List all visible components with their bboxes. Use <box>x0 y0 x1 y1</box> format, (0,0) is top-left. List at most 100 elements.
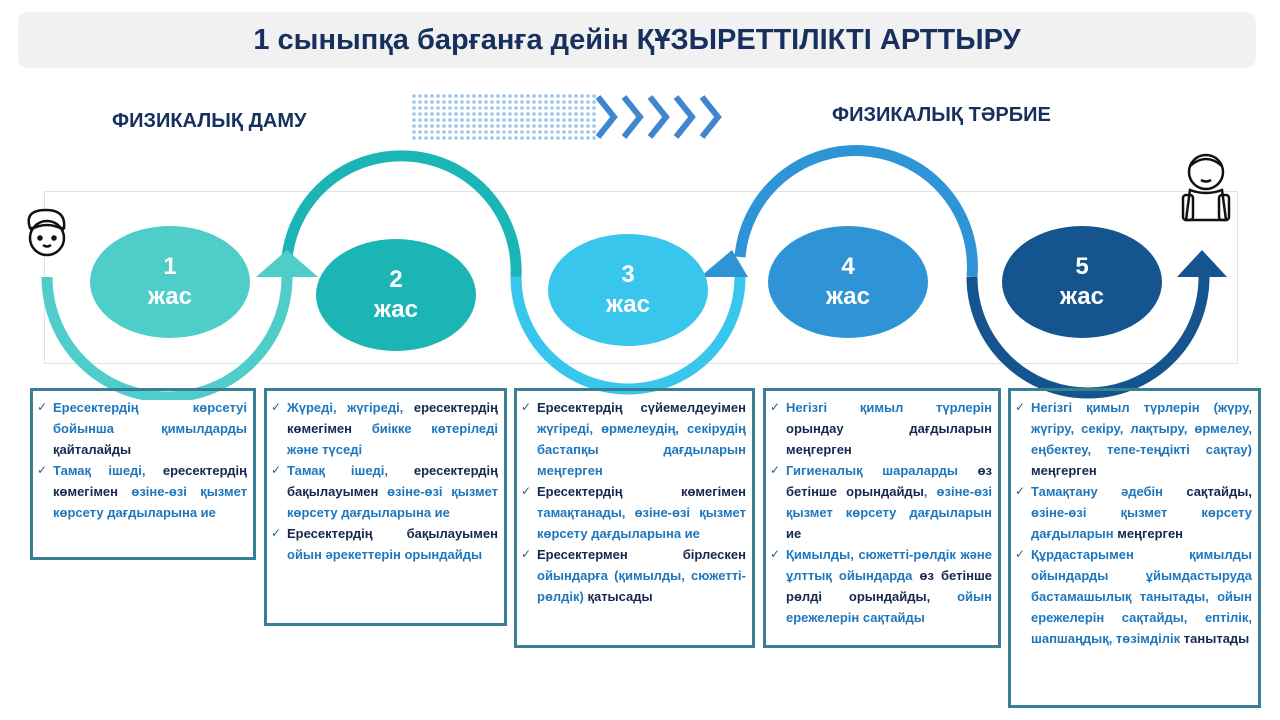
arc-5 <box>966 276 1210 399</box>
arrowhead-5 <box>1177 250 1227 277</box>
competency-text: , өзіне-өзі қызмет көрсету дағдыларын <box>786 484 992 520</box>
checkmark-icon: ✓ <box>37 463 48 477</box>
dots-pattern <box>412 94 596 140</box>
checkmark-icon: ✓ <box>770 400 781 414</box>
checkmark-icon: ✓ <box>37 400 48 414</box>
checkmark-icon: ✓ <box>1015 400 1026 414</box>
arrowhead-3 <box>700 250 748 277</box>
stage-number: 2 <box>389 266 403 293</box>
competency-item: ✓ Ересектердің бақылауымен ойын әрекеттер… <box>271 523 498 565</box>
stage-unit: жас <box>147 283 192 310</box>
competency-item: ✓ Негізгі қимыл түрлерін (жүру, жүгіру, с… <box>1015 397 1252 481</box>
competency-text: Ересектердің бақылауымен <box>287 526 498 541</box>
competency-text: танытады <box>1183 631 1250 646</box>
checkmark-icon: ✓ <box>521 400 532 414</box>
checkmark-icon: ✓ <box>521 547 532 561</box>
arrowhead-1 <box>256 250 318 277</box>
competency-text: Ересектердің сүйемелдеуімен <box>537 400 746 415</box>
competency-text: сақтайды, <box>1186 484 1252 499</box>
stage-number: 5 <box>1075 253 1089 280</box>
competency-text: меңгерген <box>1031 463 1097 478</box>
competency-text: ие <box>786 526 802 541</box>
checkmark-icon: ✓ <box>271 463 282 477</box>
competency-item: ✓ Гигиеналық шараларды өз бетінше орындай… <box>770 460 992 544</box>
competency-text: Құрдастарымен қимылды ойындарды ұйымдаст… <box>1031 547 1252 646</box>
stage-2-circle: 2 жас <box>316 239 476 351</box>
stage-number: 1 <box>163 253 177 280</box>
checkmark-icon: ✓ <box>271 526 282 540</box>
competency-text: өз бетінше рөлді орындайды, <box>786 568 993 604</box>
competency-text: өз бетінше орындайды <box>786 463 992 499</box>
age-5-competencies-box: ✓ Негізгі қимыл түрлерін (жүру, жүгіру, с… <box>1008 388 1261 708</box>
stage-5-circle: 5 жас <box>1002 226 1162 338</box>
competency-text: орындау дағдыларын меңгерген <box>786 421 992 457</box>
stage-unit: жас <box>373 296 418 323</box>
competency-text: ойындарға (қимылды, сюжетті-рөлдік) <box>537 568 746 604</box>
competency-text: өзіне-өзі қызмет көрсету дағдыларын <box>1031 505 1252 541</box>
stage-1-circle: 1 жас <box>90 226 250 338</box>
competency-text: Тамақтану әдебін <box>1031 484 1187 499</box>
toddler-icon <box>27 208 66 257</box>
flow-decoration <box>412 94 722 140</box>
checkmark-icon: ✓ <box>521 484 532 498</box>
competency-text: ойын ережелерін сақтайды <box>786 589 992 625</box>
stage-number: 4 <box>841 253 855 280</box>
age-3-competencies-box: ✓ Ересектердің сүйемелдеуімен жүгіреді, ө… <box>514 388 755 648</box>
title-bar: 1 сыныпқа барғанға дейін ҚҰЗЫРЕТТІЛІКТІ … <box>18 12 1256 68</box>
competency-text: Гигиеналық шараларды <box>786 463 978 478</box>
arc-4 <box>734 145 978 278</box>
checkmark-icon: ✓ <box>770 547 781 561</box>
competency-text: меңгерген <box>1117 526 1184 541</box>
age-1-competencies-box: ✓ Ересектердің көрсетуі бойынша қимылдард… <box>30 388 256 560</box>
left-heading: ФИЗИКАЛЫҚ ДАМУ <box>112 110 307 132</box>
competency-item: ✓ Ересектердің көмегімен тамақтанады, өзі… <box>521 481 746 544</box>
chevrons-icon <box>595 95 722 139</box>
checkmark-icon: ✓ <box>770 463 781 477</box>
competency-text: Ересектермен бірлескен <box>537 547 746 562</box>
competency-text: ересектердің көмегімен <box>53 463 247 499</box>
competency-text: өзіне-өзі қызмет көрсету дағдыларына ие <box>287 484 498 520</box>
competency-text: жүгіреді, өрмелеудің, секірудің бастапқы… <box>537 421 746 478</box>
competency-text: Ересектердің көрсетуі бойынша қимылдарды <box>53 400 247 436</box>
competency-text: тамақтанады, өзіне-өзі қызмет көрсету да… <box>537 505 746 541</box>
stage-unit: жас <box>1059 283 1104 310</box>
competency-text: Жүреді, жүгіреді, <box>287 400 414 415</box>
competency-item: ✓ Ересектердің сүйемелдеуімен жүгіреді, ө… <box>521 397 746 481</box>
competency-text: Ересектердің көмегімен <box>537 484 746 499</box>
competency-text: Негізгі қимыл түрлерін (жүру, жүгіру, се… <box>1031 400 1252 457</box>
competency-text: қайталайды <box>53 442 132 457</box>
right-heading: ФИЗИКАЛЫҚ ТӘРБИЕ <box>832 104 1051 126</box>
stage-3-circle: 3 жас <box>548 234 708 346</box>
competency-item: ✓ Ересектердің көрсетуі бойынша қимылдард… <box>37 397 247 460</box>
competency-item: ✓ Қимылды, сюжетті-рөлдік және ұлттық ойы… <box>770 544 992 628</box>
competency-text: ересектердің бақылауымен <box>287 463 498 499</box>
competency-text: Негізгі қимыл түрлерін <box>786 400 992 415</box>
competency-text: ойын әрекеттерін орындайды <box>287 547 483 562</box>
stage-number: 3 <box>621 261 635 288</box>
stage-unit: жас <box>605 291 650 318</box>
arc-1 <box>41 276 293 400</box>
competency-item: ✓ Тамақ ішеді, ересектердің бақылауымен ө… <box>271 460 498 523</box>
arc-2 <box>281 150 522 278</box>
competency-item: ✓ Ересектермен бірлескен ойындарға (қимыл… <box>521 544 746 607</box>
age-2-competencies-box: ✓Жүреді, жүгіреді, ересектердің көмегіме… <box>264 388 507 626</box>
competency-item: ✓Жүреді, жүгіреді, ересектердің көмегіме… <box>271 397 498 460</box>
schoolchild-icon <box>1181 153 1231 222</box>
age-4-competencies-box: ✓ Негізгі қимыл түрлерін орындау дағдылар… <box>763 388 1001 648</box>
stage-4-circle: 4 жас <box>768 226 928 338</box>
stage-unit: жас <box>825 283 870 310</box>
checkmark-icon: ✓ <box>1015 547 1026 561</box>
competency-text: қатысады <box>587 589 653 604</box>
competency-item: ✓ Құрдастарымен қимылды ойындарды ұйымдас… <box>1015 544 1252 649</box>
competency-item: ✓ Негізгі қимыл түрлерін орындау дағдылар… <box>770 397 992 460</box>
competency-text: Қимылды, сюжетті-рөлдік және ұлттық ойын… <box>786 547 992 583</box>
checkmark-icon: ✓ <box>271 400 282 414</box>
competency-text: өзіне-өзі қызмет көрсету дағдыларына ие <box>53 484 247 520</box>
competency-text: биікке көтеріледі және түседі <box>287 421 498 457</box>
competency-item: ✓ Тамақтану әдебін сақтайды, өзіне-өзі қы… <box>1015 481 1252 544</box>
competency-item: ✓ Тамақ ішеді, ересектердің көмегімен өзі… <box>37 460 247 523</box>
competency-text: Тамақ ішеді, <box>287 463 414 478</box>
checkmark-icon: ✓ <box>1015 484 1026 498</box>
competency-text: Тамақ ішеді, <box>53 463 163 478</box>
page-title: 1 сыныпқа барғанға дейін ҚҰЗЫРЕТТІЛІКТІ … <box>253 23 1021 56</box>
